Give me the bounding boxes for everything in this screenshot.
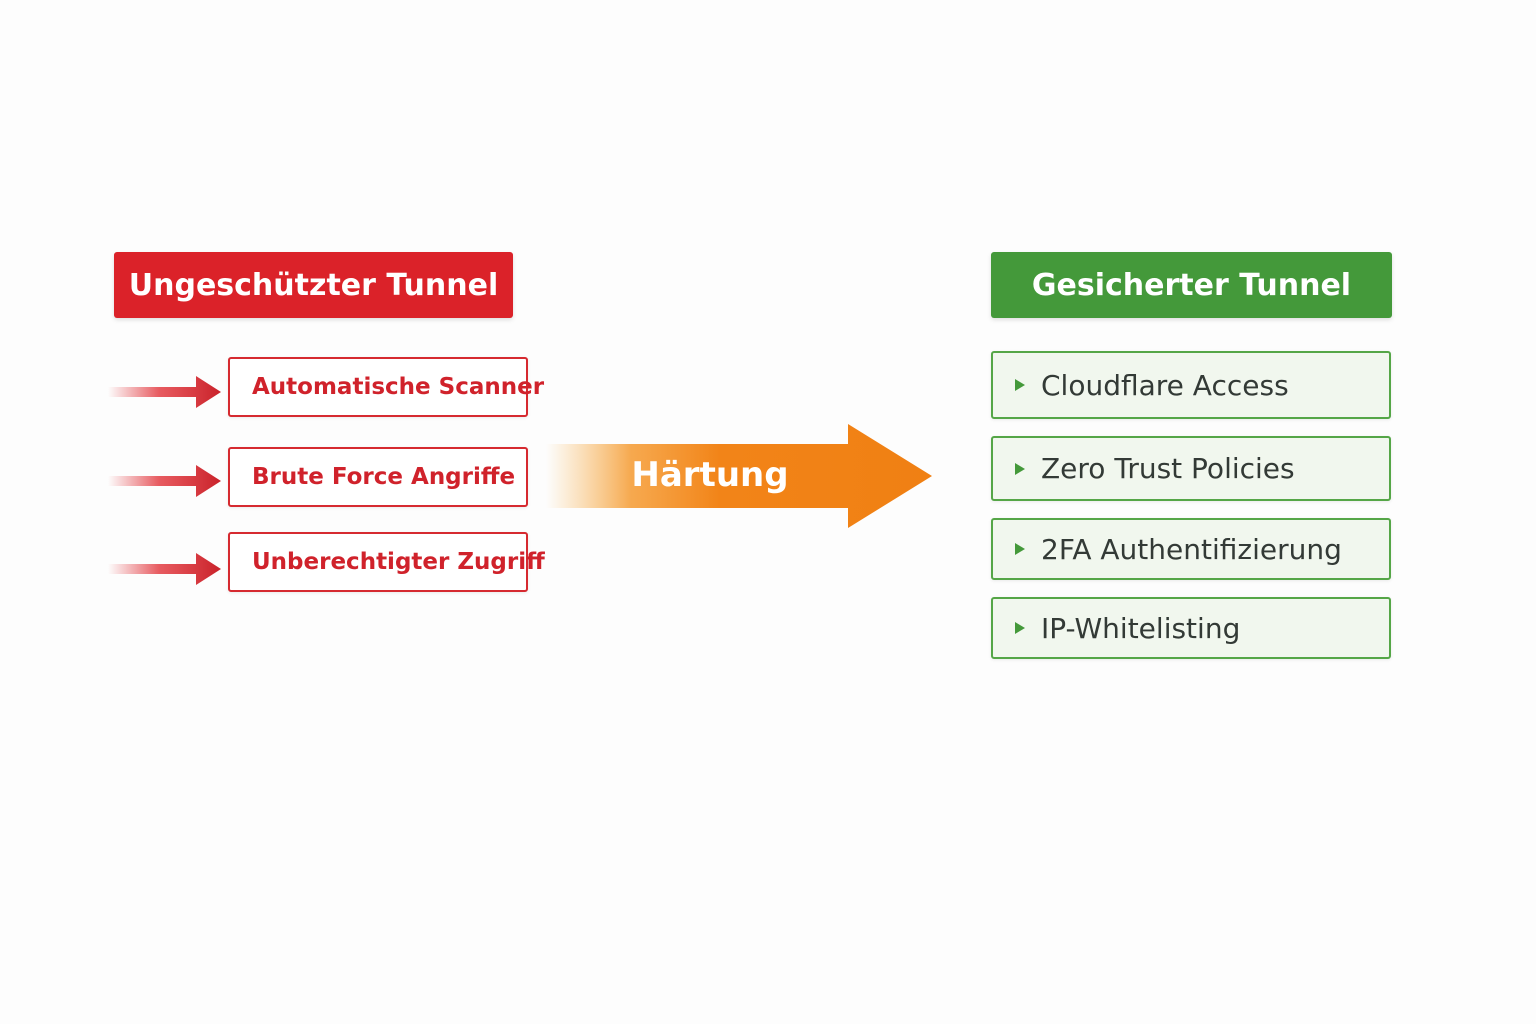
measure-cloudflare-access: Cloudflare Access bbox=[991, 351, 1391, 419]
measure-label: 2FA Authentifizierung bbox=[1041, 532, 1342, 566]
hardening-label: Härtung bbox=[631, 455, 789, 495]
attack-arrow-icon bbox=[108, 376, 221, 408]
measure-label: Cloudflare Access bbox=[1041, 368, 1289, 402]
threat-unauthorized-access: Unberechtigter Zugriff bbox=[228, 532, 545, 592]
attack-arrow-icon bbox=[108, 465, 221, 497]
secured-tunnel-header: Gesicherter Tunnel bbox=[991, 252, 1392, 318]
attack-arrow-icon bbox=[108, 553, 221, 585]
measure-label: Zero Trust Policies bbox=[1041, 452, 1295, 485]
triangle-bullet-icon bbox=[1015, 462, 1025, 475]
measure-ip-whitelisting: IP-Whitelisting bbox=[991, 597, 1391, 659]
triangle-bullet-icon bbox=[1015, 622, 1025, 634]
triangle-bullet-icon bbox=[1015, 543, 1025, 555]
measure-2fa-authentication: 2FA Authentifizierung bbox=[991, 518, 1391, 580]
triangle-bullet-icon bbox=[1015, 379, 1025, 391]
measure-zero-trust-policies: Zero Trust Policies bbox=[991, 436, 1391, 501]
threat-automatic-scanners: Automatische Scanner bbox=[228, 357, 544, 417]
threat-brute-force: Brute Force Angriffe bbox=[228, 447, 528, 507]
hardening-arrow-icon bbox=[546, 424, 932, 528]
unprotected-tunnel-header: Ungeschützter Tunnel bbox=[114, 252, 513, 318]
measure-label: IP-Whitelisting bbox=[1041, 611, 1241, 645]
